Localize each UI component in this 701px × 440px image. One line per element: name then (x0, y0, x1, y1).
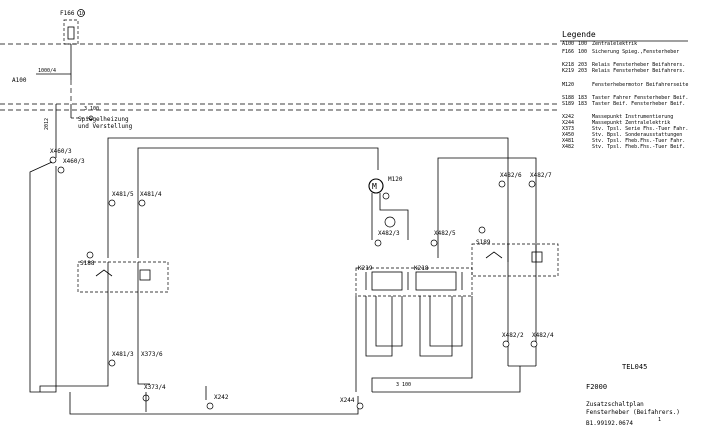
conn-x482-5a: X482/5 (434, 230, 456, 237)
legend-text: Stv. Tpsl. Fheb.Fhs.-Tuer Fahr. (592, 138, 685, 144)
fuse-f166 (63, 9, 85, 104)
conn-x244: X244 (340, 397, 355, 404)
legend-ref: 183 (578, 101, 587, 107)
legend-title: Legende (562, 30, 596, 39)
conn-x373-4: X373/4 (144, 384, 166, 391)
legend-text: Taster Beif. Fensterheber Beif. (592, 101, 685, 107)
mirror-note-1: Spiegelheizung (78, 116, 129, 123)
bus-wire-3 (437, 157, 537, 262)
label-s188: S188 (80, 260, 95, 267)
svg-text:M: M (372, 182, 377, 191)
legend-item: X481 Stv. Tpsl. Fheb.Fhs.-Tuer Fahr. (562, 138, 685, 144)
legend-item: X482 Stv. Tpsl. Fheb.Fhs.-Tuer Beif. (562, 144, 685, 150)
legend-item: X450 Stv. Bpsl. Sonderausstattungen (562, 132, 682, 138)
switch-s189 (471, 243, 559, 277)
title-revision: 1 (658, 417, 661, 423)
conn-x482-3: X482/3 (378, 230, 400, 237)
legend-code: X244 (562, 120, 574, 126)
legend-ref: 203 (578, 68, 587, 74)
conn-x481-3: X481/3 (112, 351, 134, 358)
rail-label: A100 (12, 77, 27, 84)
conn-x482-4: X482/4 (532, 332, 554, 339)
legend-item: F166 100 Sicherung Spieg.,Fensterheber (562, 49, 679, 55)
legend-code: A100 (562, 41, 574, 47)
legend-text: Relais Fensterheber Beifahrers. (592, 62, 685, 68)
conn-x482-2: X482/2 (502, 332, 524, 339)
legend-ref: 183 (578, 95, 587, 101)
legend-code: X481 (562, 138, 574, 144)
wire-code-w1: 2012 (44, 118, 50, 130)
legend-code: X450 (562, 132, 574, 138)
legend-code: M120 (562, 82, 574, 88)
legend-code: S188 (562, 95, 574, 101)
conn-x460-3b: X460/3 (63, 158, 85, 165)
legend-code: F166 (562, 49, 574, 55)
legend-code: X242 (562, 114, 574, 120)
legend-item: S189 183 Taster Beif. Fensterheber Beif. (562, 101, 685, 107)
fuse-ref: 10 (79, 11, 85, 17)
legend-text: Taster Fahrer Fensterheber Beif. (592, 95, 688, 101)
legend-text: Stv. Tpsl. Serie Fhs.-Tuer Fahr. (592, 126, 688, 132)
label-s189: S189 (476, 239, 491, 246)
relay-block (355, 267, 473, 297)
legend-text: Fensterhebermotor Beifahrerseite (592, 82, 688, 88)
motor-m120: M (368, 178, 390, 200)
switch-s188 (77, 261, 169, 293)
title-line1: Zusatzschaltplan (586, 401, 644, 408)
legend-text: Sicherung Spieg.,Fensterheber (592, 49, 679, 55)
conn-x481-4: X481/4 (140, 191, 162, 198)
legend-item: A100 100 Zentralelektrik (562, 41, 637, 47)
bus-wire-top (107, 137, 509, 262)
terminal-center (384, 216, 396, 228)
legend-item: M120 Fensterhebermotor Beifahrerseite (562, 82, 688, 88)
conn-x460-3a: X460/3 (50, 148, 72, 155)
legend-ref: 203 (578, 62, 587, 68)
legend-text: Massepunkt Instrumentierung (592, 114, 673, 120)
bus-wire-2 (137, 147, 379, 186)
conn-x482-6: X482/6 (500, 172, 522, 179)
legend-code: X373 (562, 126, 574, 132)
wire-code-w3: 1000/4 (38, 68, 56, 74)
legend-item: K219 203 Relais Fensterheber Beifahrers. (562, 68, 685, 74)
wire-code-w4: 3 100 (396, 382, 411, 388)
legend-text: Zentralelektrik (592, 41, 637, 47)
conn-x373-6: X373/6 (141, 351, 163, 358)
title-code: TEL045 (622, 363, 647, 371)
conn-x481-5: X481/5 (112, 191, 134, 198)
mirror-note-2: und Verstellung (78, 123, 133, 130)
title-line2: Fensterheber (Beifahrers.) (586, 409, 680, 416)
legend-text: Stv. Bpsl. Sonderausstattungen (592, 132, 682, 138)
legend-code: S189 (562, 101, 574, 107)
conn-x242: X242 (214, 394, 229, 401)
fuse-label: F166 (60, 10, 75, 17)
legend-item: S188 183 Taster Fahrer Fensterheber Beif. (562, 95, 688, 101)
legend-ref: 100 (578, 41, 587, 47)
title-drawing: F2000 (586, 383, 607, 391)
legend-code: K218 (562, 62, 574, 68)
title-number: B1.99192.0674 (586, 420, 633, 427)
legend-item: X244 Massepunkt Zentralelektrik (562, 120, 670, 126)
label-m120: M120 (388, 176, 403, 183)
legend-item: X373 Stv. Tpsl. Serie Fhs.-Tuer Fahr. (562, 126, 688, 132)
legend-text: Relais Fensterheber Beifahrers. (592, 68, 685, 74)
legend-text: Massepunkt Zentralelektrik (592, 120, 670, 126)
legend-ref: 100 (578, 49, 587, 55)
legend-code: X482 (562, 144, 574, 150)
label-k218: K218 (414, 265, 429, 272)
wire-code-w2: 3 100 (84, 106, 99, 112)
conn-x482-7: X482/7 (530, 172, 552, 179)
label-k219: K219 (358, 265, 373, 272)
legend-item: X242 Massepunkt Instrumentierung (562, 114, 673, 120)
loop-wire-left (29, 161, 57, 393)
legend-item: K218 203 Relais Fensterheber Beifahrers. (562, 62, 685, 68)
legend-text: Stv. Tpsl. Fheb.Fhs.-Tuer Beif. (592, 144, 685, 150)
legend-code: K219 (562, 68, 574, 74)
